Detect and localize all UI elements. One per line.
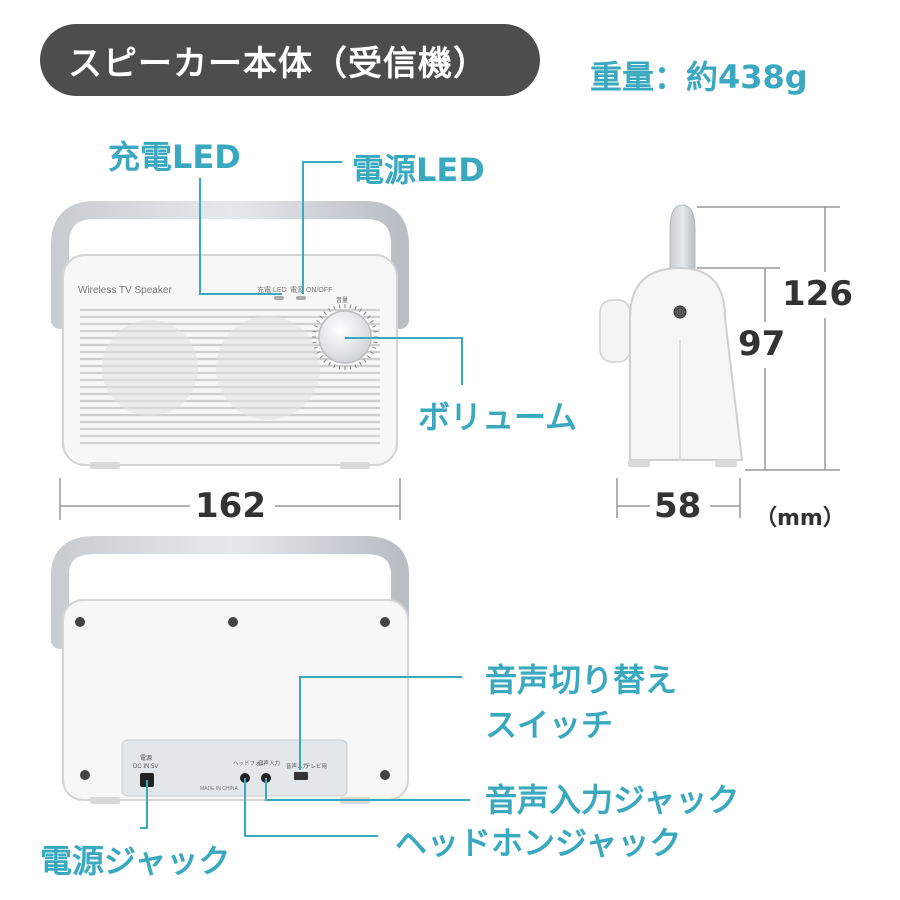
volume-tick [372, 325, 377, 328]
volume-tick [316, 351, 321, 354]
volume-tick [372, 346, 377, 349]
rear-headphone-text: ヘッドフォン [233, 760, 267, 767]
audio-switch-label-line2: スイッチ [485, 706, 614, 744]
width-dim-label: 162 [195, 486, 266, 526]
leader-power-jack [140, 780, 148, 829]
rear-dcin-text: DC IN 5V [133, 764, 158, 770]
width-dimension [59, 478, 401, 520]
rear-screw-1 [75, 617, 85, 627]
rear-screw-2 [228, 617, 238, 627]
volume-tick [354, 364, 357, 369]
volume-tick [333, 305, 336, 310]
headphone-jack-label: ヘッドホンジャック [395, 824, 682, 862]
rear-audio-switch [294, 772, 308, 780]
front-led-power-text: 電源 ON/OFF [290, 285, 332, 294]
rear-leader-lines [140, 676, 470, 837]
front-speaker-right [216, 316, 320, 420]
weight-label: 重量：約438g [590, 58, 808, 96]
front-leader-lines [199, 161, 463, 385]
side-foot-left [628, 460, 650, 467]
depth-dim-label: 58 [654, 486, 702, 526]
front-brand-text: Wireless TV Speaker [78, 285, 172, 296]
side-knob [599, 299, 631, 363]
volume-tick [328, 361, 331, 366]
volume-tick [313, 346, 318, 349]
rear-screw-3 [380, 617, 390, 627]
rear-view: 電源 DC IN 5V ヘッドフォン 音声入力 音声入力 テレビ用 MADE I… [51, 536, 409, 804]
volume-tick [363, 358, 367, 363]
volume-tick [316, 320, 321, 323]
side-body [629, 266, 744, 461]
rear-handle [51, 536, 409, 649]
volume-tick [338, 365, 341, 370]
rear-foot-left [90, 797, 120, 804]
rear-switch-text-a: 音声入力 [286, 762, 308, 770]
unit-label: （mm） [755, 506, 845, 531]
side-dimensions [616, 206, 840, 518]
leader-audio-input [265, 778, 470, 801]
volume-tick [369, 320, 374, 323]
rear-switch-text-b: テレビ用 [305, 762, 327, 770]
volume-tick [333, 364, 336, 369]
power-led-label: 電源LED [352, 151, 485, 189]
leader-headphone [244, 778, 378, 837]
front-led-charge-text: 充電 LED [257, 285, 287, 294]
volume-tick [349, 304, 352, 309]
volume-tick [312, 341, 317, 344]
front-led-power [296, 296, 306, 300]
volume-tick [323, 358, 327, 363]
volume-tick [319, 355, 324, 359]
rear-power-text: 電源 [140, 754, 152, 762]
volume-tick [359, 361, 362, 366]
audio-input-jack-label: 音声入力ジャック [485, 781, 740, 819]
volume-tick [366, 315, 371, 319]
audio-switch-label-line1: 音声切り替え [485, 661, 678, 699]
leader-audio-switch [299, 676, 462, 770]
volume-label: ボリューム [418, 398, 578, 436]
rear-audio-in-text: 音声入力 [258, 759, 280, 767]
page-title: スピーカー本体（受信機） [40, 24, 540, 96]
page-title-text: スピーカー本体（受信機） [68, 43, 488, 84]
power-jack-label: 電源ジャック [40, 842, 231, 880]
leader-volume [345, 337, 463, 385]
height-total-dim-label: 126 [782, 274, 853, 314]
volume-tick [319, 315, 324, 319]
volume-tick [359, 308, 362, 313]
rear-screw-5 [380, 770, 390, 780]
front-handle [51, 201, 409, 329]
front-led-charge [274, 296, 284, 300]
volume-tick [328, 308, 331, 313]
height-body-dim-label: 97 [738, 324, 786, 364]
rear-screw-4 [80, 770, 90, 780]
volume-tick [349, 365, 352, 370]
front-foot-left [90, 462, 120, 469]
volume-tick [363, 311, 367, 316]
side-view [599, 204, 744, 467]
volume-tick [366, 355, 371, 359]
volume-tick [313, 325, 318, 328]
volume-tick [323, 311, 327, 316]
leader-charge-led [199, 178, 282, 295]
volume-tick [338, 304, 341, 309]
side-foot-right [715, 460, 737, 467]
charge-led-label: 充電LED [108, 138, 241, 176]
volume-tick [373, 341, 378, 344]
side-screw [673, 305, 687, 319]
leader-power-led [302, 161, 342, 294]
front-speaker-left [102, 320, 198, 416]
rear-panel [121, 739, 348, 797]
volume-tick [312, 330, 317, 333]
volume-tick [354, 305, 357, 310]
volume-tick [373, 330, 378, 333]
volume-tick [369, 351, 374, 354]
front-view: Wireless TV Speaker 充電 LED 電源 ON/OFF 音量 [51, 201, 409, 469]
rear-made-in-text: MADE IN CHINA [200, 786, 238, 792]
volume-knob-label: 音量 [336, 296, 348, 304]
front-foot-right [340, 462, 370, 469]
